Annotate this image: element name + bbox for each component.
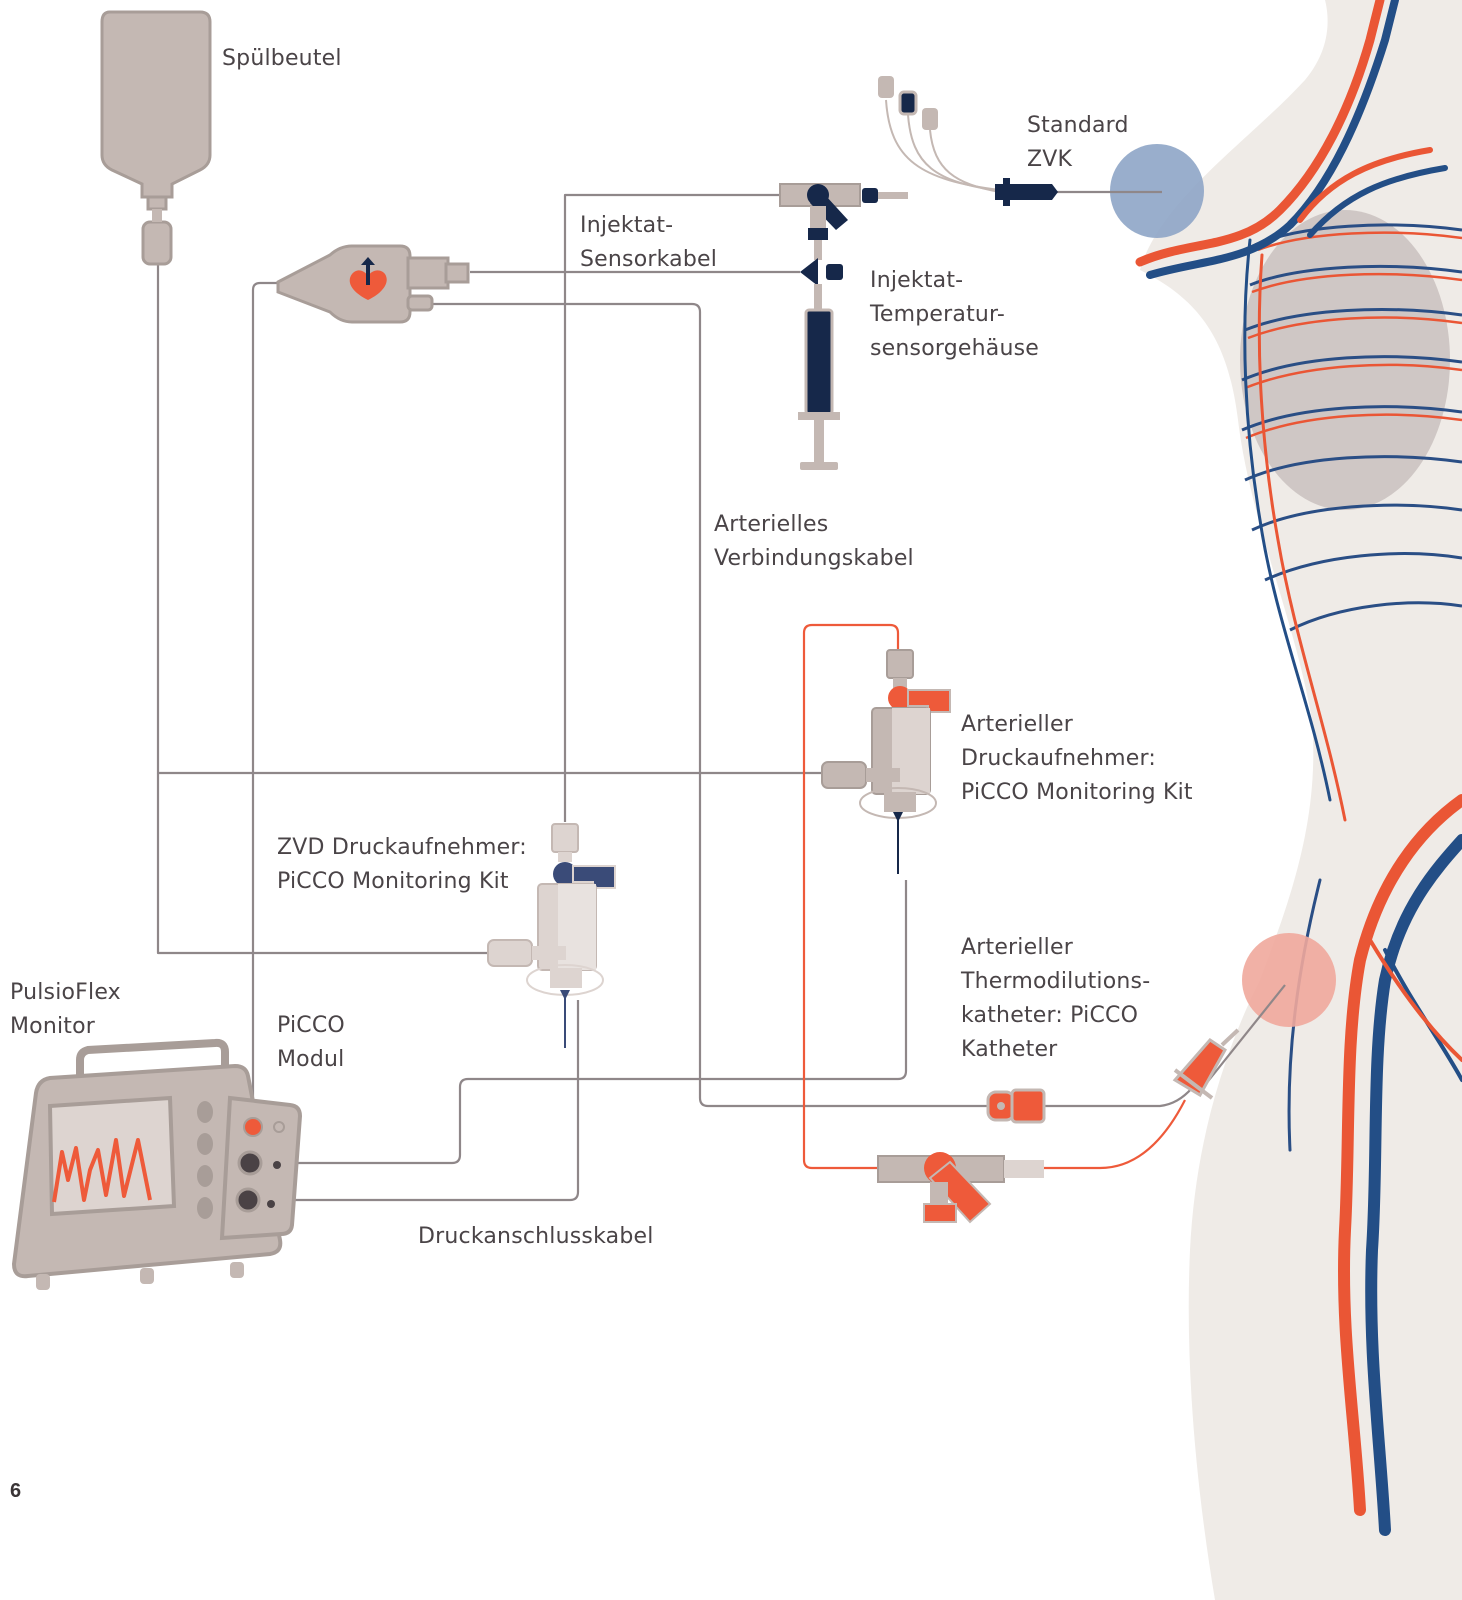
lung-area (1240, 210, 1450, 510)
standard-zvk-catheter (995, 178, 1058, 206)
injektat-spritze (798, 310, 840, 470)
label-arterieller-thermodilutionskatheter: Arterieller Thermodilutions- katheter: P… (961, 931, 1150, 1067)
label-zvd-druckaufnehmer: ZVD Druckaufnehmer: PiCCO Monitoring Kit (277, 831, 527, 899)
label-standard-zvk: Standard ZVK (1027, 109, 1129, 177)
label-spuelbeutel: Spülbeutel (222, 42, 342, 76)
picco-port-arterial (239, 1152, 261, 1174)
picco-port-orange (244, 1118, 262, 1136)
spuelbeutel-bag (102, 12, 210, 264)
arterial-insertion-site (1242, 933, 1336, 1027)
zvk-stopcock (780, 184, 908, 260)
label-injektat-temperatursensorgehaeuse: Injektat- Temperatur- sensorgehäuse (870, 264, 1039, 366)
arterieller-druckaufnehmer (822, 650, 950, 874)
label-druckanschlusskabel: Druckanschlusskabel (418, 1220, 654, 1254)
picco-modul-device (222, 1098, 300, 1238)
label-pulsioflex-monitor: PulsioFlex Monitor (10, 976, 121, 1044)
page-number: 6 (10, 1480, 21, 1503)
label-picco-modul: PiCCO Modul (277, 1009, 345, 1077)
injektat-temperatursensor-housing (800, 258, 843, 310)
katheter-connector (988, 1090, 1044, 1122)
label-arterieller-druckaufnehmer: Arterieller Druckaufnehmer: PiCCO Monito… (961, 708, 1193, 810)
picco-modul-line (253, 283, 282, 1127)
injektat-sensor-box (278, 246, 468, 322)
zvk-lumen-connectors (878, 76, 1000, 192)
katheter-line (1044, 1088, 1192, 1106)
label-arterielles-verbindungskabel: Arterielles Verbindungskabel (714, 508, 914, 576)
picco-port-zvd (237, 1189, 259, 1211)
label-injektat-sensorkabel: Injektat- Sensorkabel (580, 209, 717, 277)
arterial-stopcock (878, 1152, 1044, 1222)
arterial-orange-line (804, 625, 1185, 1168)
